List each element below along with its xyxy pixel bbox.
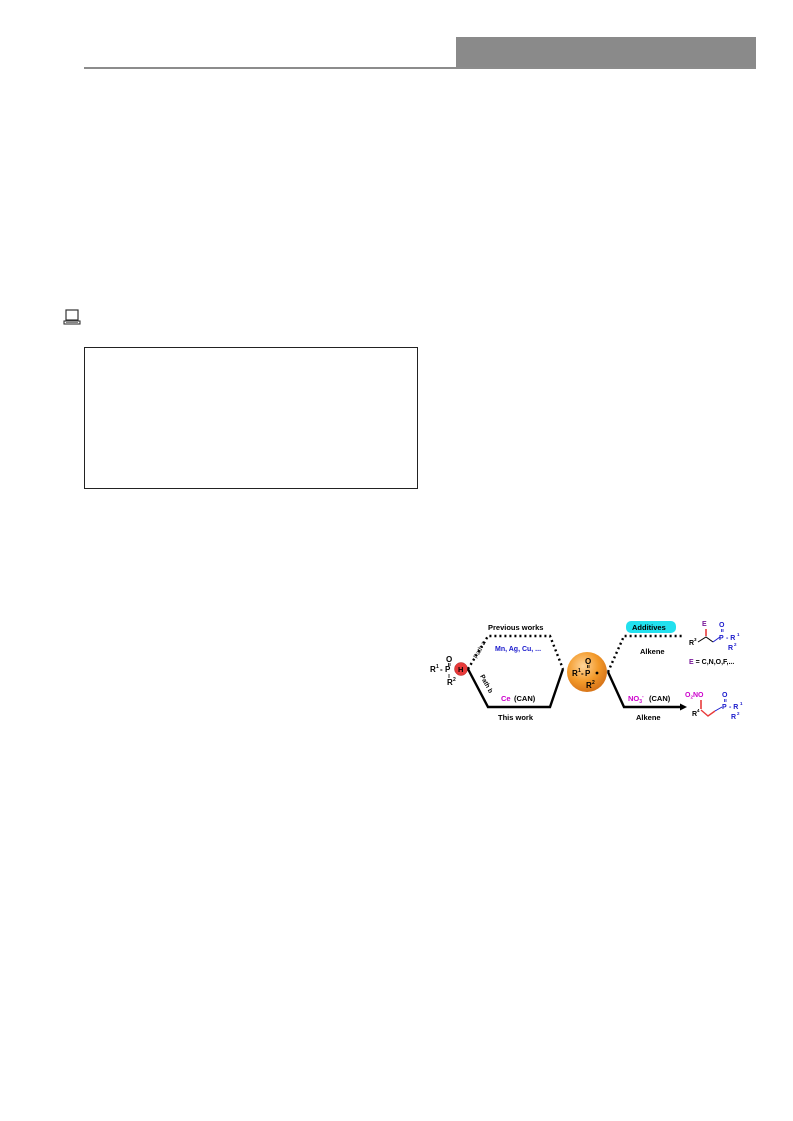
svg-text:2: 2: [592, 680, 595, 686]
product-bottom: O2NO R 4 P O - R 1 R 2: [685, 692, 743, 721]
h-atom-ball: [454, 662, 468, 676]
svg-text:3: 3: [694, 637, 697, 642]
can-label: (CAN): [514, 694, 536, 703]
previous-works-label: Previous works: [488, 623, 543, 632]
svg-text:2: 2: [453, 677, 456, 683]
nitrate-label: NO3-: [628, 694, 644, 705]
svg-text:O: O: [722, 692, 728, 699]
header-tab: [456, 37, 756, 68]
phosphinoyl-radical-structure: O R 1 - P R 2: [572, 657, 599, 690]
svg-text:P: P: [585, 669, 591, 678]
svg-text:P: P: [445, 665, 451, 674]
this-work-label: This work: [498, 713, 534, 722]
svg-text:E: E: [702, 621, 707, 628]
svg-text:-: -: [440, 665, 443, 674]
svg-text:1: 1: [578, 668, 581, 674]
svg-text:R: R: [689, 640, 694, 647]
svg-text:R: R: [447, 678, 453, 687]
svg-text:R: R: [586, 681, 592, 690]
svg-text:1: 1: [436, 664, 439, 670]
svg-text:R: R: [731, 714, 736, 721]
additives-badge: [626, 621, 676, 633]
svg-text:R: R: [430, 665, 436, 674]
svg-text:1: 1: [740, 701, 743, 706]
starting-material: R 1 - P O R 2: [430, 655, 456, 687]
svg-text:R: R: [728, 645, 733, 652]
computer-icon: [63, 309, 81, 325]
alkene-bottom-label: Alkene: [636, 713, 661, 722]
nitrate-can-label: (CAN): [649, 694, 671, 703]
header-rule: [84, 67, 756, 69]
h-atom-label: H: [458, 665, 463, 674]
product-top: R 3 E P O - R 1 R 2: [689, 621, 740, 652]
svg-text:- R: - R: [729, 704, 738, 711]
svg-text:O: O: [446, 655, 452, 664]
svg-text:R: R: [692, 711, 697, 718]
svg-text:O: O: [585, 657, 591, 666]
svg-text:P: P: [719, 635, 724, 642]
additives-label: Additives: [632, 623, 666, 632]
svg-text:2: 2: [737, 711, 740, 716]
metals-label: Mn, Ag, Cu, ...: [495, 646, 541, 653]
svg-text:-: -: [581, 669, 584, 678]
svg-text:R: R: [572, 669, 578, 678]
ce-label: Ce: [501, 694, 511, 703]
svg-text:O: O: [719, 622, 725, 629]
phosphinoyl-radical-ball: [567, 652, 607, 692]
svg-text:- R: - R: [726, 635, 735, 642]
path-a-label: Path a: [473, 640, 488, 660]
e-list-label: E = C,N,O,F,...: [689, 659, 734, 666]
svg-text:2: 2: [734, 642, 737, 647]
svg-text:P: P: [722, 704, 727, 711]
svg-text:1: 1: [737, 632, 740, 637]
reaction-scheme: R 1 - P O R 2 H Previous works Mn, Ag, C…: [430, 621, 743, 722]
svg-text:O2NO: O2NO: [685, 692, 704, 700]
alkene-top-label: Alkene: [640, 647, 665, 656]
svg-text:4: 4: [697, 708, 700, 713]
graphical-abstract-frame: [84, 347, 418, 489]
